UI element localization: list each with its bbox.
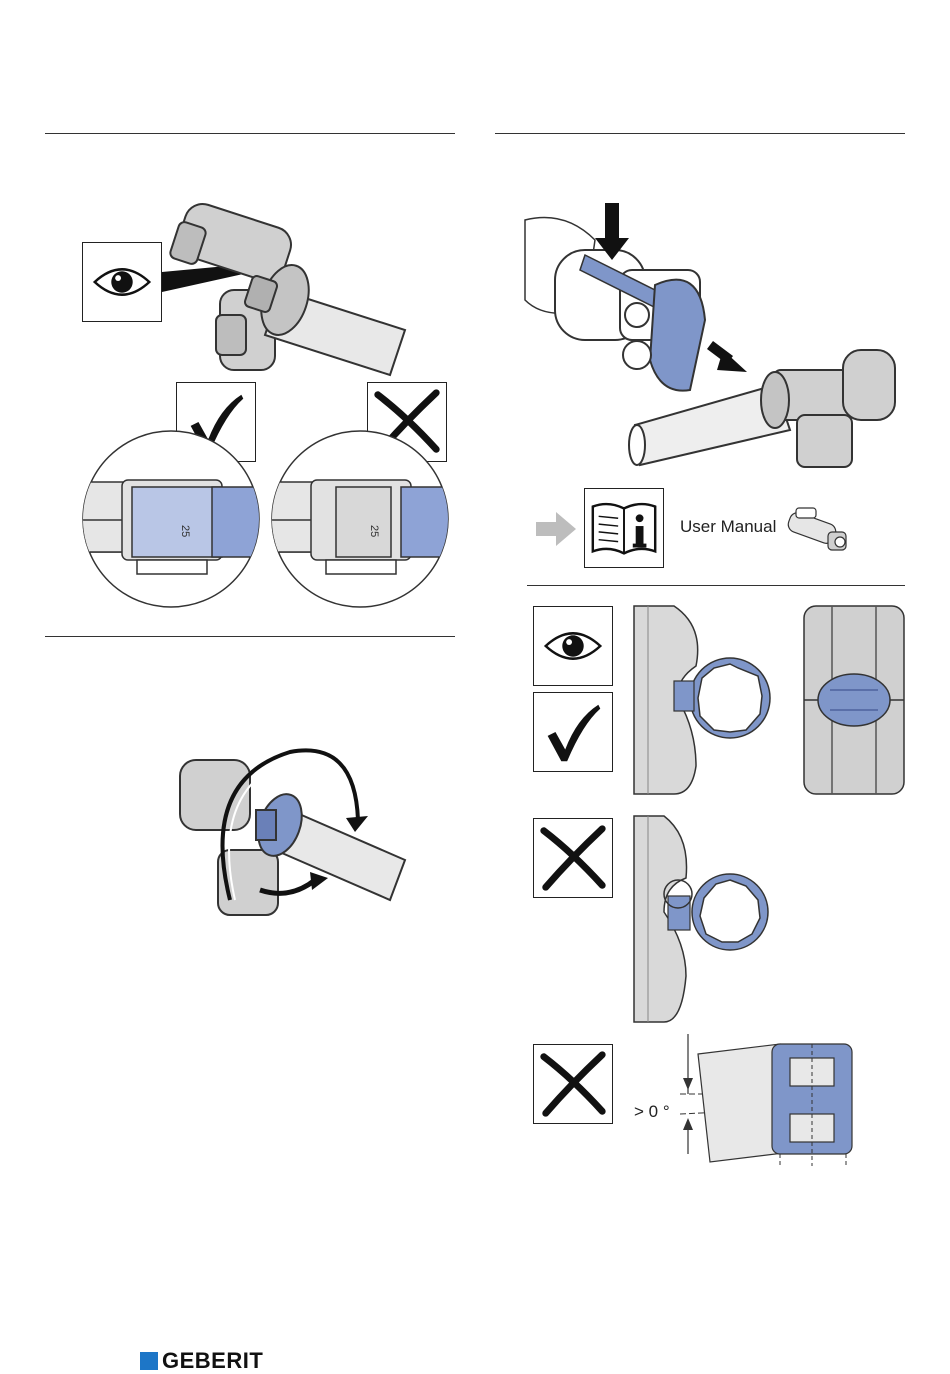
- fitting-inspection-illustration: [160, 200, 420, 380]
- eye-icon: [83, 243, 161, 321]
- angle-annotation: > 0 °: [634, 1102, 670, 1122]
- info-book-icon: [585, 489, 663, 567]
- cross-icon-box-right-2: [533, 1044, 613, 1124]
- eye-icon-box-right: [533, 606, 613, 686]
- check-icon: [534, 693, 612, 771]
- eye-icon: [534, 607, 612, 685]
- section-divider-top-right: [495, 133, 905, 134]
- section-divider-mid-right: [527, 585, 905, 586]
- section-divider-mid-left: [45, 636, 455, 637]
- press-tool-illustration: [525, 200, 905, 470]
- cross-icon: [534, 1045, 612, 1123]
- svg-text:25: 25: [179, 525, 191, 537]
- jaw-correct-side-illustration: [804, 606, 904, 794]
- info-book-icon-box: [584, 488, 664, 568]
- section-divider-top-left: [45, 133, 455, 134]
- cross-icon: [534, 819, 612, 897]
- brand-logo-text: GEBERIT: [162, 1348, 263, 1374]
- eye-icon-box: [82, 242, 162, 322]
- jaw-correct-closed-illustration: [634, 606, 784, 794]
- arrow-icon: [536, 512, 576, 546]
- check-icon-box-right: [533, 692, 613, 772]
- rotate-fitting-illustration: [170, 740, 410, 920]
- detail-circle-incorrect: 25: [271, 430, 449, 608]
- brand-logo: GEBERIT: [140, 1348, 263, 1374]
- brand-logo-mark: [140, 1352, 158, 1370]
- press-tool-thumbnail: [786, 500, 852, 558]
- jaw-incorrect-angle-illustration: [680, 1044, 860, 1166]
- svg-text:25: 25: [368, 525, 380, 537]
- detail-circle-correct: 25: [82, 430, 260, 608]
- cross-icon-box-right-1: [533, 818, 613, 898]
- user-manual-link[interactable]: User Manual: [680, 517, 776, 537]
- jaw-incorrect-gap-illustration: [634, 816, 784, 1022]
